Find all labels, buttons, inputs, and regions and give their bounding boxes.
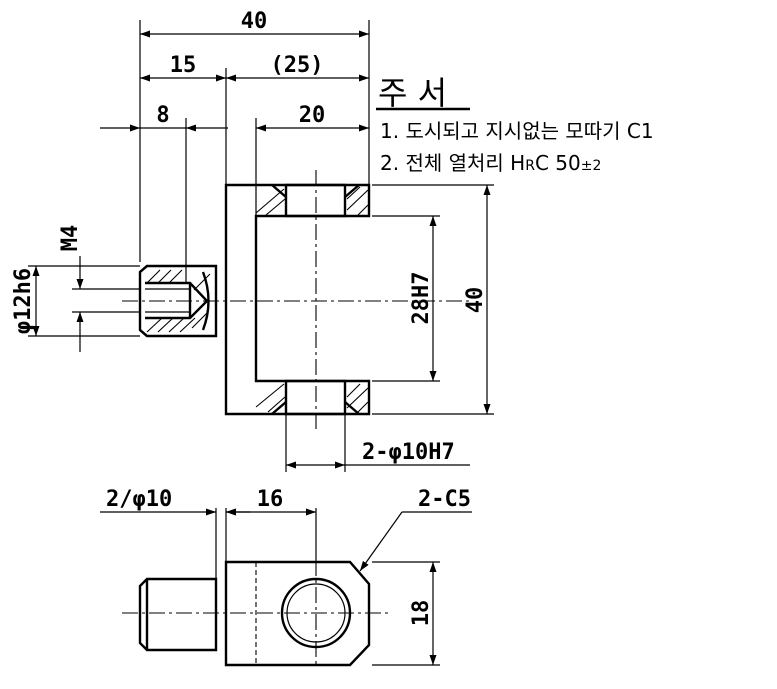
bottom-view: 2/φ10 16 2-C5 18: [100, 487, 472, 668]
dim-body-len: (25): [271, 53, 324, 78]
dim-chamfer: 2-C5: [418, 487, 471, 512]
bv-leader-chamfer: [359, 511, 403, 572]
dim-thread-depth: 8: [156, 103, 169, 128]
dim-thread-size: M4: [58, 225, 83, 252]
notes-block: 주 서 1. 도시되고 지시없는 모따기 C1 2. 전체 열처리 HRC 50…: [376, 74, 654, 175]
note-line-2: 2. 전체 열처리 HRC 50±2: [380, 151, 601, 175]
dim-shaft-len: 15: [170, 53, 197, 78]
bv-body-outline: [224, 560, 371, 667]
bv-shaft-outline: [138, 577, 218, 652]
dim-overall-len: 40: [241, 9, 268, 34]
dim-thickness: 18: [409, 600, 434, 627]
body-hatch: [255, 186, 369, 413]
hole-bottom-chamfer-r: [344, 401, 360, 415]
note-line-1: 1. 도시되고 지시없는 모따기 C1: [380, 119, 654, 143]
dim-hole-offset: 16: [257, 487, 284, 512]
hole-top-chamfer-l: [271, 184, 287, 198]
shaft-hatch: [146, 269, 211, 333]
notes-title: 주 서: [378, 74, 447, 112]
dim-neck: 2/φ10: [106, 487, 172, 512]
dim-slot-width: 20: [299, 103, 326, 128]
hole-top-chamfer-r: [344, 184, 360, 198]
body-outline: [224, 183, 371, 416]
dim-body-height: 40: [463, 287, 488, 314]
dim-shaft-dia: φ12h6: [11, 268, 36, 334]
top-view: 40 15 (25) 8 20: [11, 9, 494, 472]
hole-bottom-chamfer-l: [271, 401, 287, 415]
shaft-chamfer: [139, 265, 148, 337]
dim-holes: 2-φ10H7: [362, 440, 455, 465]
dim-slot-height: 28H7: [409, 272, 434, 325]
